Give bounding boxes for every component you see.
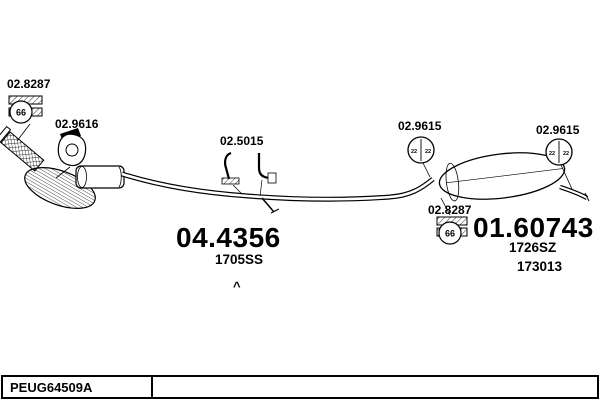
flex-pipe (0, 125, 45, 172)
hanger-bracket-icons (221, 151, 277, 197)
part-number-mid-hanger: 02.5015 (220, 134, 264, 148)
resonator-shell (75, 165, 125, 189)
center-silencer-number: 04.4356 (176, 222, 281, 253)
ring-size-text: 22 (425, 149, 431, 155)
leader-line (259, 179, 263, 197)
tailpipe-end (584, 192, 590, 202)
reference-code: PEUG64509A (10, 379, 93, 395)
ring-mount-icon-1: 22 22 (407, 136, 435, 178)
rear-silencer-code: 1726SZ (509, 240, 557, 255)
main-exhaust-pipe (121, 171, 435, 214)
hanger-hook-left (223, 151, 232, 180)
part-number-rear-clamp: 02.8287 (428, 203, 472, 217)
flex-flange (0, 125, 12, 145)
pipe-bore (121, 172, 434, 201)
resonator-endline (118, 166, 122, 188)
reference-cell: PEUG64509A (3, 377, 153, 397)
leader-line (440, 197, 451, 216)
leader-line (560, 164, 573, 190)
hanger-foot-left (221, 177, 240, 185)
leader-line (232, 184, 242, 194)
footer-bar: PEUG64509A (1, 375, 599, 399)
ring-size-text: 22 (563, 151, 569, 157)
silencer-seam (446, 168, 563, 184)
footer-empty-area (153, 377, 597, 397)
clamp-ring (9, 100, 33, 124)
resonator-endcap (77, 166, 87, 188)
center-silencer-code: 1705SS (215, 252, 264, 267)
clamp-diameter-text: 66 (445, 229, 455, 239)
rear-silencer-number: 01.60743 (473, 212, 594, 243)
part-number-front-mount: 02.9616 (55, 117, 99, 131)
ring-mount-icon-2: 22 22 (545, 138, 573, 190)
part-number-front-clamp: 02.8287 (7, 77, 51, 91)
mount-hole (65, 143, 79, 157)
welded-hanger-rod (261, 197, 275, 213)
ring-size-text: 22 (549, 151, 555, 157)
rear-silencer-code-2: 173013 (517, 259, 563, 274)
ring-size-text: 22 (411, 149, 417, 155)
hanger-rod-tip (270, 208, 280, 214)
tailpipe-bore (559, 185, 588, 199)
part-number-rear-mount-top: 02.9615 (398, 119, 442, 133)
resonator (75, 165, 125, 189)
clamp-diameter-text: 66 (16, 108, 26, 118)
hanger-foot-right (267, 172, 277, 184)
rear-silencer (438, 152, 590, 202)
clamp-ring (438, 221, 462, 245)
part-number-rear-mount-end: 02.9615 (536, 123, 580, 137)
rear-clamp-icon: 66 (436, 197, 468, 245)
front-clamp-icon: 66 (8, 95, 43, 142)
direction-mark: ^ (233, 279, 241, 294)
flex-braid-cross (1, 131, 44, 171)
leader-line (422, 162, 431, 178)
leader-line (16, 123, 31, 142)
